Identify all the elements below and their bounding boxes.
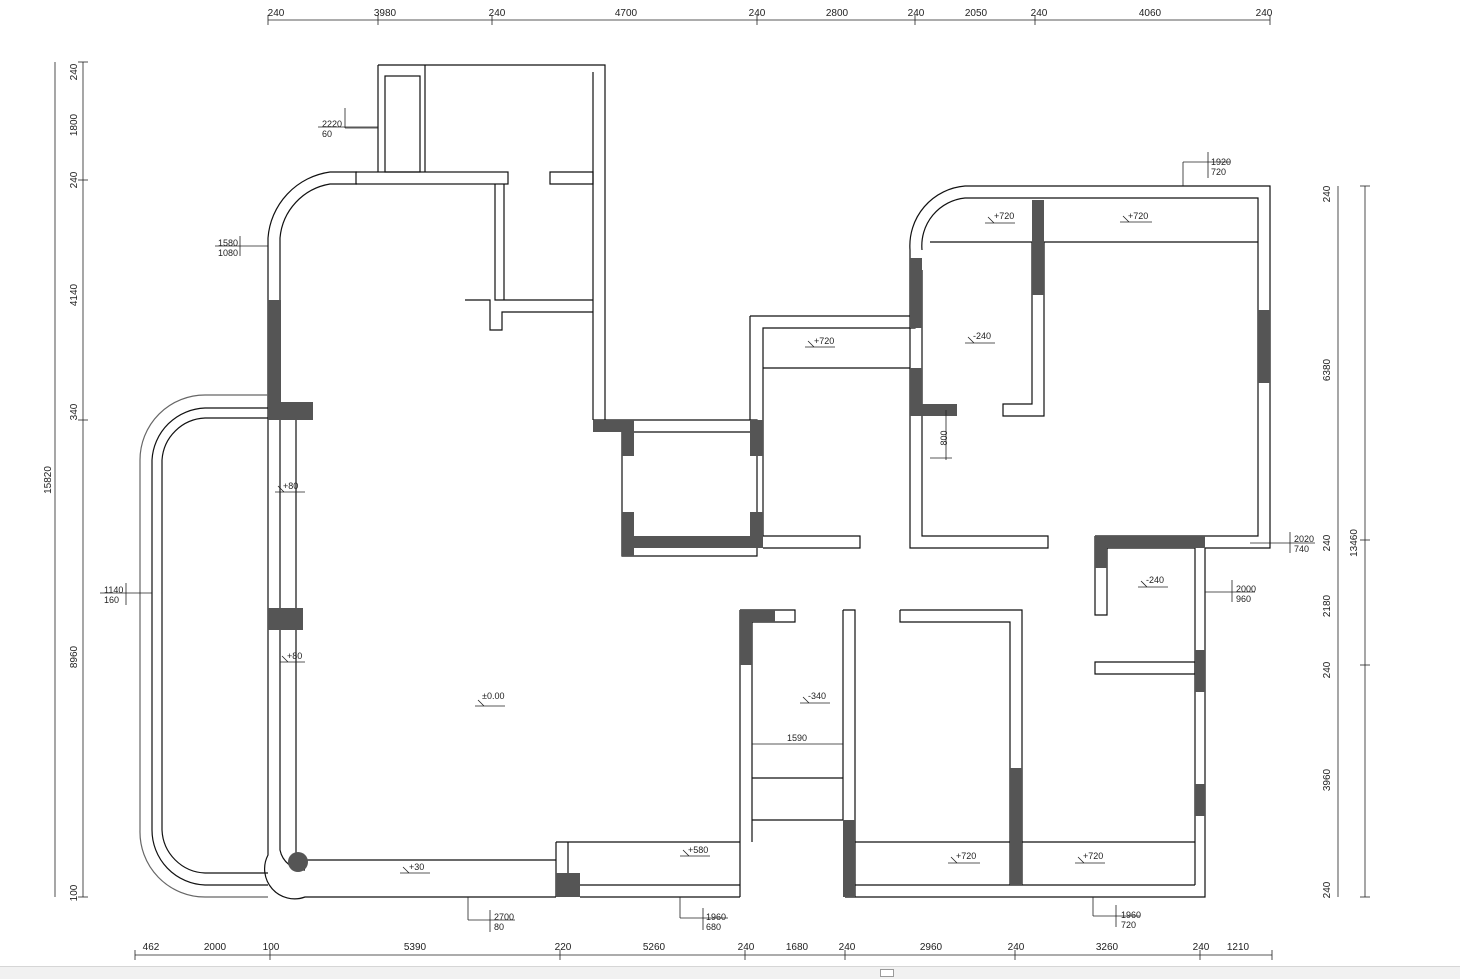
- dim-right: 240: [1322, 661, 1333, 678]
- dim-left: 100: [69, 884, 80, 901]
- dim-bottom: 3260: [1096, 942, 1119, 953]
- dim-bottom: 1680: [786, 942, 809, 953]
- dimension-lines: [54, 19, 1366, 956]
- window-size-bottom: 960: [1236, 594, 1251, 604]
- level-marker-symbols: [275, 215, 1168, 874]
- window-size-top: 1960: [1121, 910, 1141, 920]
- window-size-bottom: 1080: [218, 248, 238, 258]
- dim-bottom: 240: [738, 942, 755, 953]
- level-label: +720: [956, 851, 976, 861]
- columns: [268, 200, 1270, 897]
- dim-bottom: 2000: [204, 942, 227, 953]
- dim-top: 2800: [826, 8, 849, 19]
- dim-top: 240: [1256, 8, 1273, 19]
- inner-dim: 1590: [787, 733, 807, 743]
- dim-right: 2180: [1322, 594, 1333, 617]
- level-label: +80: [287, 651, 302, 661]
- level-label: +720: [994, 211, 1014, 221]
- level-label: +30: [409, 862, 424, 872]
- dim-left-total: 15820: [43, 466, 54, 494]
- dim-right: 240: [1322, 185, 1333, 202]
- level-label: +580: [688, 845, 708, 855]
- inner-dimensions: 800 1590: [787, 430, 949, 743]
- bottom-dimensions: 462 2000 100 5390 220 5260 240 1680 240 …: [143, 942, 1250, 953]
- dim-bottom: 100: [263, 942, 280, 953]
- dim-bottom: 462: [143, 942, 160, 953]
- window-size-top: 2220: [322, 119, 342, 129]
- level-label: -240: [973, 331, 991, 341]
- dim-top: 240: [749, 8, 766, 19]
- dim-bottom: 220: [555, 942, 572, 953]
- dim-left: 4140: [69, 283, 80, 306]
- dim-right: 240: [1322, 534, 1333, 551]
- dim-right: 6380: [1322, 358, 1333, 381]
- level-label: ±0.00: [482, 691, 504, 701]
- dim-top: 240: [1031, 8, 1048, 19]
- dim-top: 240: [489, 8, 506, 19]
- window-size-top: 1580: [218, 238, 238, 248]
- window-size-top: 1140: [104, 585, 123, 595]
- window-size-bottom: 60: [322, 129, 332, 139]
- horizontal-scrollbar[interactable]: [0, 966, 1460, 979]
- window-size-top: 1960: [706, 912, 726, 922]
- dim-top: 240: [908, 8, 925, 19]
- inner-dim: 800: [939, 430, 949, 445]
- level-label: +720: [1083, 851, 1103, 861]
- dim-left: 8960: [69, 645, 80, 668]
- level-label: -240: [1146, 575, 1164, 585]
- dim-left: 1800: [69, 113, 80, 136]
- dim-bottom: 1210: [1227, 942, 1250, 953]
- dim-left: 340: [69, 403, 80, 420]
- level-label: +720: [814, 336, 834, 346]
- dim-right: 3960: [1322, 768, 1333, 791]
- dim-top: 3980: [374, 8, 397, 19]
- dim-bottom: 240: [839, 942, 856, 953]
- dim-bottom: 240: [1193, 942, 1210, 953]
- window-size-bottom: 740: [1294, 544, 1309, 554]
- window-size-bottom: 720: [1211, 167, 1226, 177]
- dim-top: 2050: [965, 8, 988, 19]
- walls: [139, 64, 1271, 900]
- dim-left: 240: [69, 63, 80, 80]
- window-size-bottom: 680: [706, 922, 721, 932]
- dim-right-total: 13460: [1349, 529, 1360, 557]
- top-dimensions: 240 3980 240 4700 240 2800 240 2050 240 …: [268, 8, 1273, 19]
- window-size-top: 2020: [1294, 534, 1314, 544]
- level-label: +80: [283, 481, 298, 491]
- dim-top: 4700: [615, 8, 638, 19]
- level-markers: ±0.00 +80 +80 +30 +580 +720 +720 +720 +7…: [283, 211, 1164, 872]
- left-dimensions: 240 1800 240 4140 340 8960 100 15820: [43, 63, 80, 901]
- dim-top: 4060: [1139, 8, 1162, 19]
- window-size-bottom: 80: [494, 922, 504, 932]
- dimension-ticks: [78, 15, 1370, 960]
- dim-bottom: 2960: [920, 942, 943, 953]
- scrollbar-thumb[interactable]: [880, 969, 894, 977]
- window-labels: 2220 60 1580 1080 1140 160 1920 720 2020…: [104, 119, 1314, 932]
- dim-bottom: 240: [1008, 942, 1025, 953]
- window-size-top: 1920: [1211, 157, 1231, 167]
- window-size-top: 2700: [494, 912, 514, 922]
- dim-top: 240: [268, 8, 285, 19]
- window-size-bottom: 160: [104, 595, 119, 605]
- dim-left: 240: [69, 171, 80, 188]
- level-label: +720: [1128, 211, 1148, 221]
- window-size-bottom: 720: [1121, 920, 1136, 930]
- dim-right: 240: [1322, 881, 1333, 898]
- window-leaders: [100, 108, 1315, 932]
- right-dimensions: 240 6380 240 2180 240 3960 240 13460: [1322, 185, 1360, 898]
- level-label: -340: [808, 691, 826, 701]
- dim-bottom: 5390: [404, 942, 427, 953]
- window-size-top: 2000: [1236, 584, 1256, 594]
- dim-bottom: 5260: [643, 942, 666, 953]
